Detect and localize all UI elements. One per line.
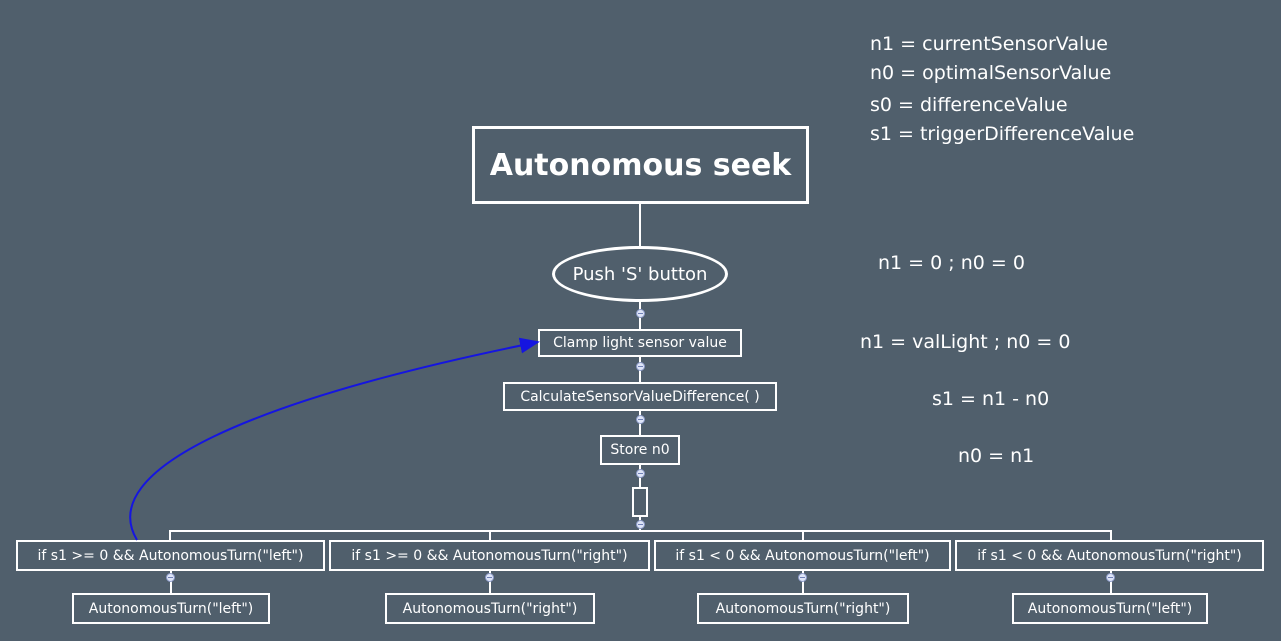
collapse-toggle-icon[interactable]	[636, 309, 645, 318]
collapse-toggle-icon[interactable]	[636, 362, 645, 371]
collapse-toggle-icon[interactable]	[636, 415, 645, 424]
note-calc: s1 = n1 - n0	[932, 388, 1050, 410]
legend-item: s0 = differenceValue	[870, 94, 1068, 116]
collapse-toggle-icon[interactable]	[636, 469, 645, 478]
note-clamp: n1 = valLight ; n0 = 0	[860, 331, 1071, 353]
collapse-toggle-icon[interactable]	[1106, 573, 1115, 582]
node-store-n0[interactable]: Store n0	[600, 435, 680, 465]
branch-action-1[interactable]: AutonomousTurn("left")	[72, 593, 270, 624]
root-node-title[interactable]: Autonomous seek	[472, 126, 809, 204]
variable-legend: n1 = currentSensorValue n0 = optimalSens…	[870, 30, 1134, 149]
note-store: n0 = n1	[958, 445, 1035, 467]
empty-branch-node[interactable]	[632, 487, 648, 517]
branch-action-2[interactable]: AutonomousTurn("right")	[385, 593, 595, 624]
collapse-toggle-icon[interactable]	[166, 573, 175, 582]
collapse-toggle-icon[interactable]	[798, 573, 807, 582]
connector-line	[802, 530, 804, 542]
collapse-toggle-icon[interactable]	[485, 573, 494, 582]
node-calculate-difference[interactable]: CalculateSensorValueDifference( )	[503, 382, 777, 411]
connector-line	[170, 571, 172, 595]
branch-condition-2[interactable]: if s1 >= 0 && AutonomousTurn("right")	[329, 540, 650, 571]
legend-item: n1 = currentSensorValue	[870, 33, 1108, 55]
connector-line	[639, 204, 641, 248]
connector-line	[1110, 571, 1112, 595]
connector-line	[489, 571, 491, 595]
legend-item: n0 = optimalSensorValue	[870, 62, 1112, 84]
collapse-toggle-icon[interactable]	[636, 520, 645, 529]
branch-action-4[interactable]: AutonomousTurn("left")	[1012, 593, 1208, 624]
branch-condition-3[interactable]: if s1 < 0 && AutonomousTurn("left")	[654, 540, 951, 571]
legend-item: s1 = triggerDifferenceValue	[870, 123, 1135, 145]
connector-line	[1110, 530, 1112, 542]
branch-bracket-line	[169, 530, 1112, 532]
start-node-push-s-button[interactable]: Push 'S' button	[552, 246, 728, 302]
node-clamp-light-sensor[interactable]: Clamp light sensor value	[538, 329, 742, 357]
branch-condition-4[interactable]: if s1 < 0 && AutonomousTurn("right")	[955, 540, 1264, 571]
branch-action-3[interactable]: AutonomousTurn("right")	[697, 593, 909, 624]
note-start: n1 = 0 ; n0 = 0	[878, 252, 1025, 274]
branch-condition-1[interactable]: if s1 >= 0 && AutonomousTurn("left")	[16, 540, 325, 571]
connector-line	[802, 571, 804, 595]
